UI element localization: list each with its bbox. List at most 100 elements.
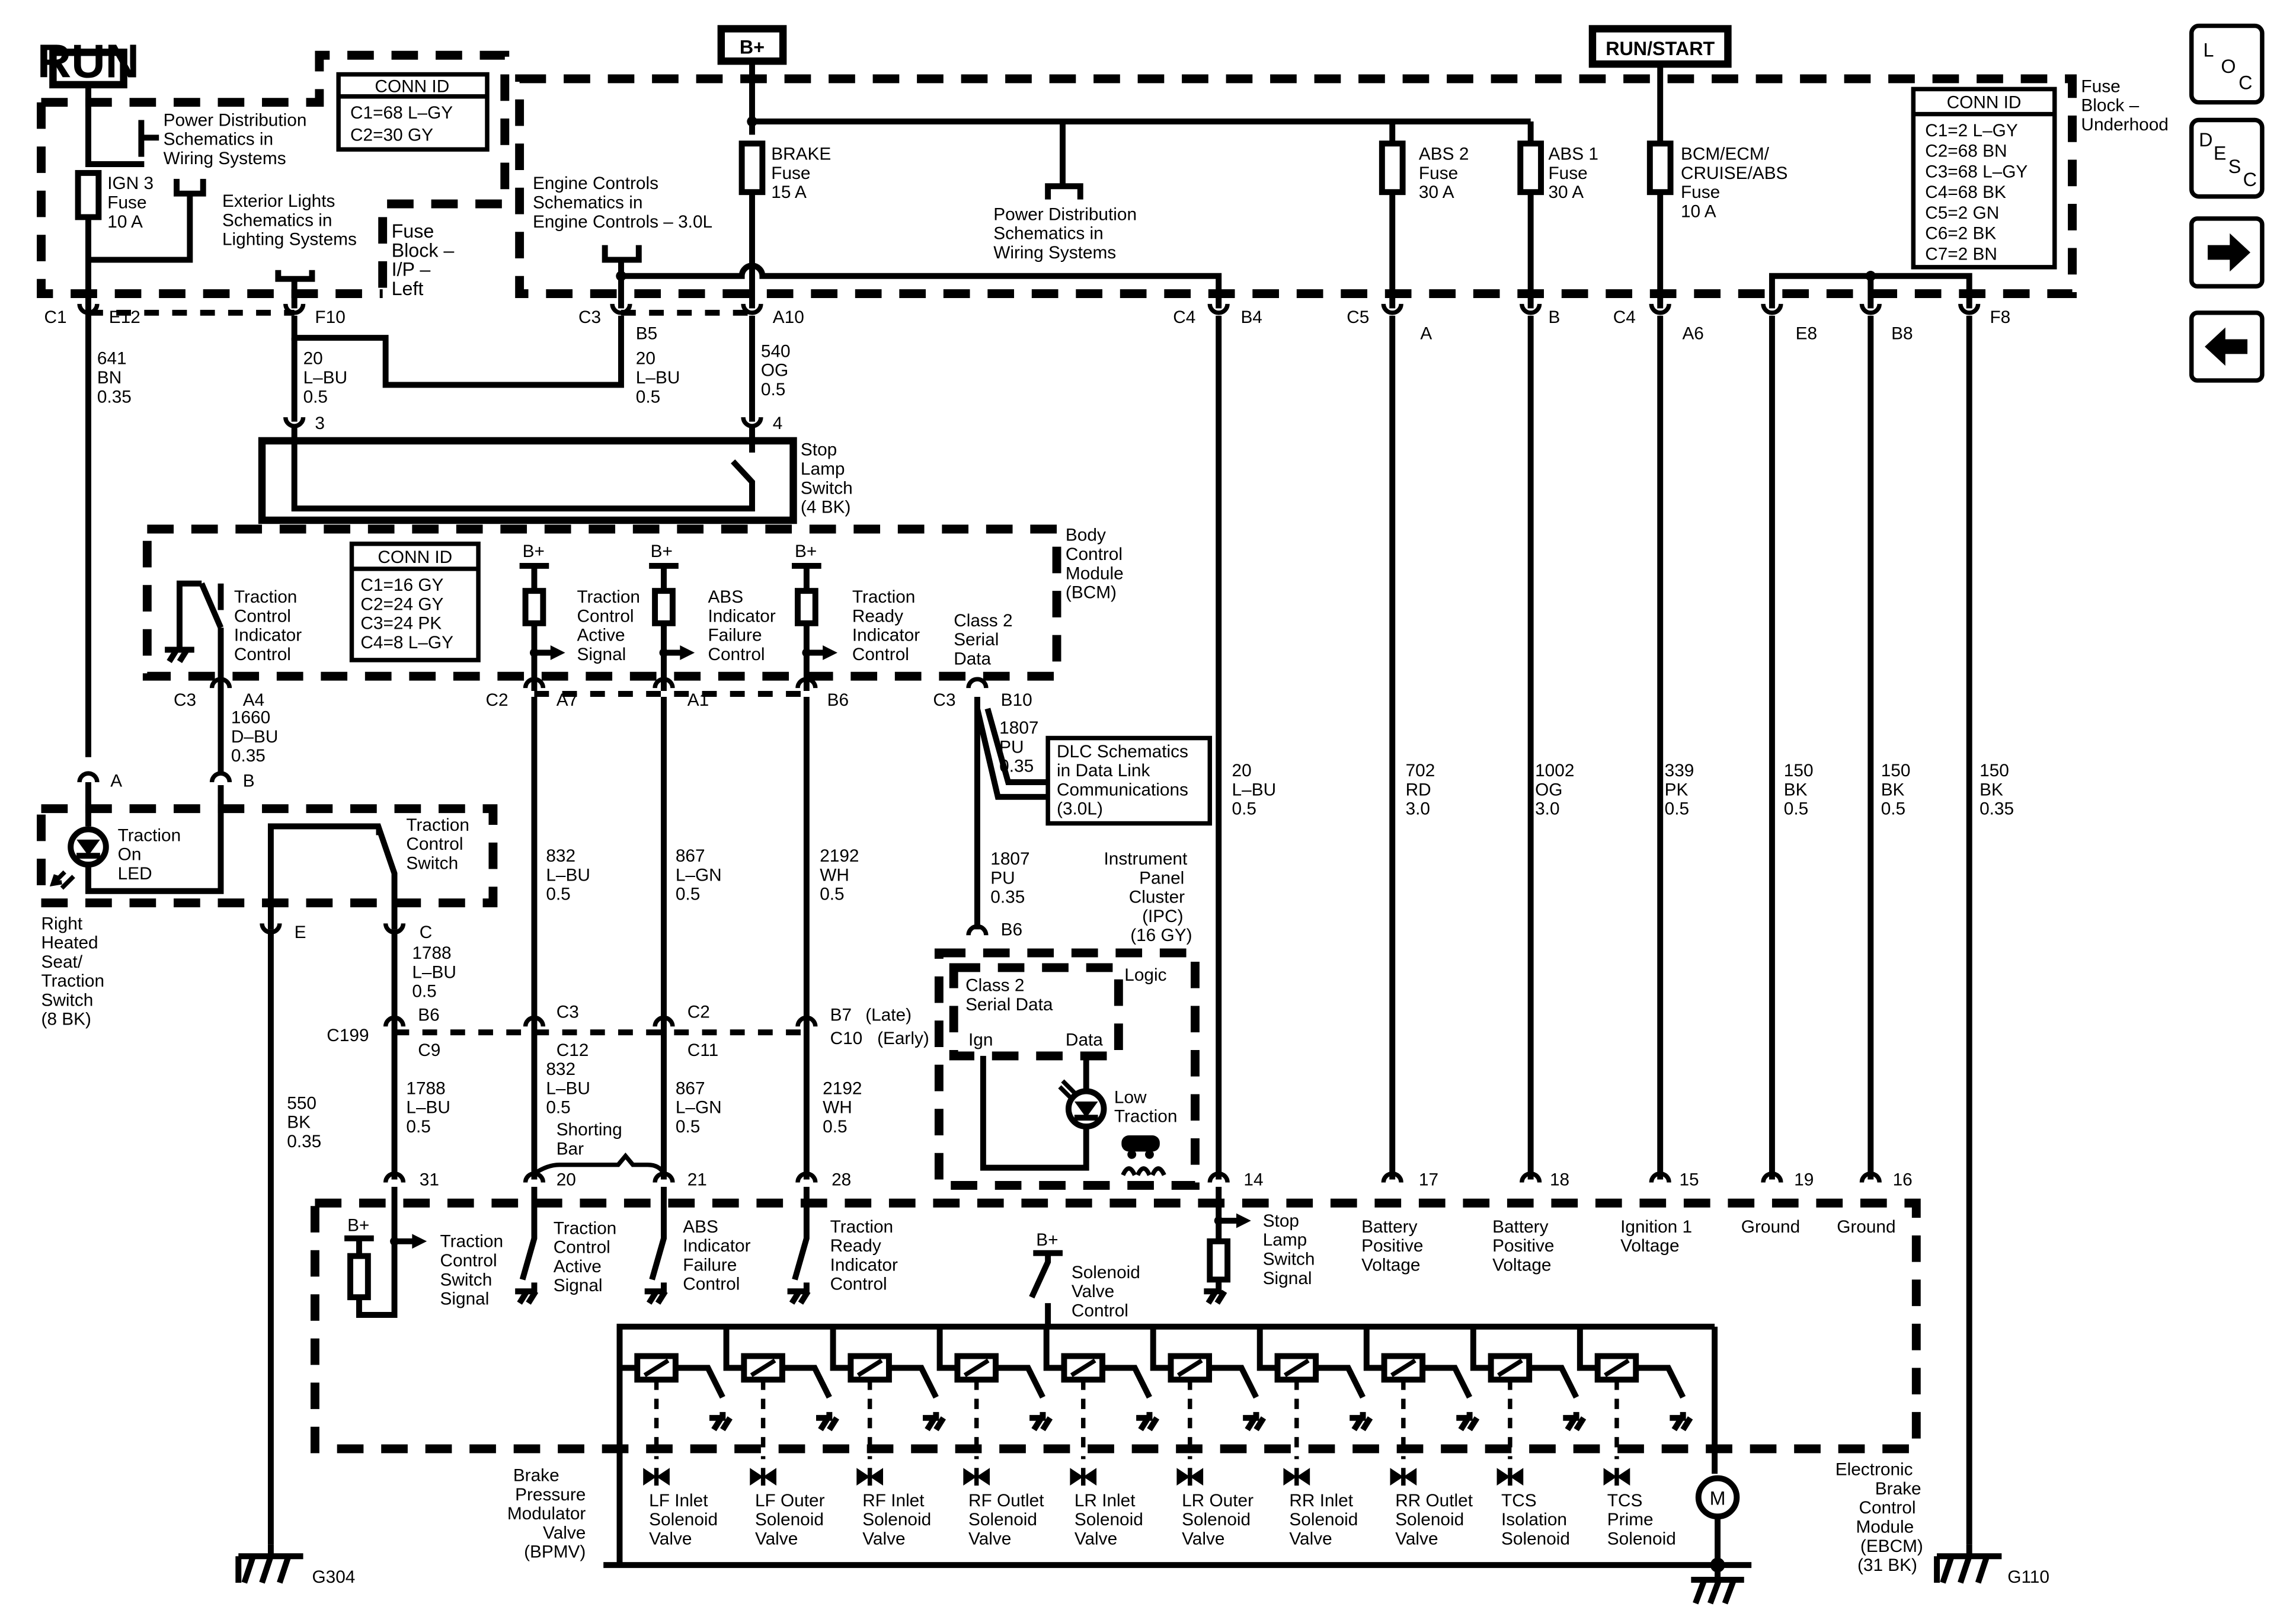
svg-text:Switch: Switch bbox=[440, 1270, 493, 1289]
svg-text:0.5: 0.5 bbox=[412, 982, 436, 1001]
abs2-fuse bbox=[1379, 140, 1406, 196]
svg-text:0.35: 0.35 bbox=[231, 746, 266, 766]
svg-text:(EBCM): (EBCM) bbox=[1860, 1537, 1923, 1556]
valve-label: RR Inlet bbox=[1289, 1491, 1353, 1510]
wire-1807-upper: 1807 PU 0.35 bbox=[999, 718, 1038, 776]
svg-text:Traction: Traction bbox=[830, 1217, 894, 1237]
svg-text:CONN ID: CONN ID bbox=[1947, 93, 2022, 113]
ebcm-ground1-label: Ground bbox=[1741, 1217, 1800, 1237]
svg-text:Seat/: Seat/ bbox=[41, 952, 83, 972]
svg-text:1660: 1660 bbox=[231, 708, 270, 728]
solenoid-driver-4 bbox=[936, 1326, 1053, 1459]
svg-text:Active: Active bbox=[577, 626, 625, 645]
pump-motor-label: M bbox=[1710, 1487, 1726, 1509]
power-dist-ref-uh: Power Distribution Schematics in Wiring … bbox=[993, 204, 1137, 263]
svg-text:15 A: 15 A bbox=[771, 183, 807, 202]
svg-text:Module: Module bbox=[1066, 564, 1124, 583]
svg-text:B4: B4 bbox=[1240, 308, 1262, 327]
svg-text:Communications: Communications bbox=[1057, 780, 1188, 799]
svg-text:WH: WH bbox=[823, 1098, 852, 1118]
valve-label: Solenoid bbox=[1501, 1529, 1570, 1548]
svg-text:A: A bbox=[1420, 324, 1432, 344]
arrow-right-icon bbox=[2208, 233, 2251, 272]
svg-text:IGN 3: IGN 3 bbox=[107, 174, 154, 193]
svg-text:Valve: Valve bbox=[543, 1523, 586, 1542]
solenoid-driver-array bbox=[616, 1326, 1693, 1459]
svg-text:Class 2: Class 2 bbox=[954, 611, 1012, 630]
run-label: RUN bbox=[37, 34, 139, 87]
svg-text:19: 19 bbox=[1794, 1170, 1814, 1189]
svg-text:Control: Control bbox=[830, 1275, 887, 1294]
svg-text:C11: C11 bbox=[687, 1041, 718, 1060]
svg-text:Control: Control bbox=[1066, 545, 1123, 564]
svg-text:A4: A4 bbox=[243, 690, 264, 710]
valve-label: Valve bbox=[755, 1529, 798, 1548]
svg-text:1002: 1002 bbox=[1535, 761, 1574, 780]
svg-text:Traction: Traction bbox=[406, 815, 469, 835]
svg-text:Underhood: Underhood bbox=[2081, 115, 2168, 135]
valve-label: Valve bbox=[1182, 1529, 1224, 1548]
ebcm-absf-label: ABS Indicator Failure Control bbox=[683, 1217, 750, 1294]
svg-text:Switch: Switch bbox=[406, 854, 458, 873]
solenoid-driver-9 bbox=[1470, 1326, 1587, 1459]
svg-text:C4: C4 bbox=[1173, 308, 1195, 327]
svg-text:Power Distribution: Power Distribution bbox=[164, 110, 307, 130]
stop-lamp-switch bbox=[258, 437, 797, 524]
wire-1660: 1660 D–BU 0.35 bbox=[231, 708, 278, 766]
svg-text:16: 16 bbox=[1893, 1170, 1913, 1189]
wire-550: 550 BK 0.35 bbox=[287, 1093, 321, 1151]
svg-text:WH: WH bbox=[820, 865, 849, 885]
switch-pin-4: 4 bbox=[773, 414, 783, 433]
svg-text:832: 832 bbox=[546, 846, 575, 866]
svg-text:Ignition 1: Ignition 1 bbox=[1620, 1217, 1692, 1237]
svg-text:BK: BK bbox=[1784, 780, 1808, 799]
svg-text:Schematics in: Schematics in bbox=[993, 224, 1103, 244]
valve-label: TCS bbox=[1607, 1491, 1643, 1510]
solenoid-driver-1 bbox=[616, 1326, 733, 1459]
svg-text:A1: A1 bbox=[687, 690, 709, 710]
traction-control-switch-label: Traction Control Switch bbox=[406, 815, 469, 873]
svg-text:0.5: 0.5 bbox=[761, 380, 785, 399]
svg-text:Lamp: Lamp bbox=[801, 459, 845, 479]
wire-641: 641 BN 0.35 bbox=[97, 349, 132, 407]
valve-label: Solenoid bbox=[1075, 1510, 1143, 1529]
svg-text:Fuse: Fuse bbox=[1419, 164, 1458, 183]
ebcm-bat1-label: Battery Positive Voltage bbox=[1361, 1217, 1423, 1275]
svg-text:(3.0L): (3.0L) bbox=[1057, 799, 1103, 819]
svg-text:150: 150 bbox=[1980, 761, 2009, 780]
svg-text:Control: Control bbox=[683, 1275, 740, 1294]
abs1-fuse bbox=[1517, 140, 1544, 196]
previous-page-button[interactable] bbox=[2189, 311, 2265, 383]
desc-button[interactable]: D E S C bbox=[2189, 117, 2265, 199]
svg-text:Block –: Block – bbox=[392, 239, 455, 261]
svg-text:(4 BK): (4 BK) bbox=[801, 498, 850, 517]
wire-832-lower: 832 L–BU 0.5 bbox=[546, 1060, 590, 1118]
ebcm-tcs-input: B+ bbox=[344, 1186, 427, 1318]
svg-text:Traction: Traction bbox=[440, 1232, 504, 1251]
valve-label: Prime bbox=[1607, 1510, 1654, 1529]
svg-text:B5: B5 bbox=[636, 324, 657, 344]
svg-text:Switch: Switch bbox=[1263, 1250, 1315, 1269]
svg-text:0.5: 0.5 bbox=[1881, 799, 1905, 819]
svg-text:L–BU: L–BU bbox=[1232, 780, 1277, 799]
svg-text:Control: Control bbox=[406, 834, 463, 854]
wire-867-lower: 867 L–GN 0.5 bbox=[676, 1078, 722, 1137]
brake-fuse-label: BRAKE Fuse 15 A bbox=[771, 145, 831, 203]
wire-1002: 1002 OG 3.0 bbox=[1535, 761, 1574, 819]
valve-label: Solenoid bbox=[968, 1510, 1037, 1529]
loc-button[interactable]: L O C bbox=[2189, 23, 2265, 105]
svg-text:Stop: Stop bbox=[1263, 1211, 1299, 1231]
svg-text:Indicator: Indicator bbox=[830, 1255, 898, 1275]
svg-text:0.5: 0.5 bbox=[823, 1117, 847, 1137]
ebcm-solenoid-control-label: Solenoid Valve Control bbox=[1072, 1263, 1140, 1321]
traction-on-led-label: Traction On LED bbox=[118, 825, 181, 884]
conn-id-ip: CONN ID C1=68 L–GY C2=30 GY bbox=[336, 72, 490, 152]
stop-lamp-switch-label: Stop Lamp Switch (4 BK) bbox=[801, 440, 853, 517]
svg-text:F10: F10 bbox=[315, 308, 345, 327]
ipc-label: Instrument Panel Cluster (IPC) (16 GY) bbox=[1104, 849, 1192, 945]
next-page-button[interactable] bbox=[2189, 216, 2265, 289]
svg-text:E8: E8 bbox=[1796, 324, 1817, 344]
